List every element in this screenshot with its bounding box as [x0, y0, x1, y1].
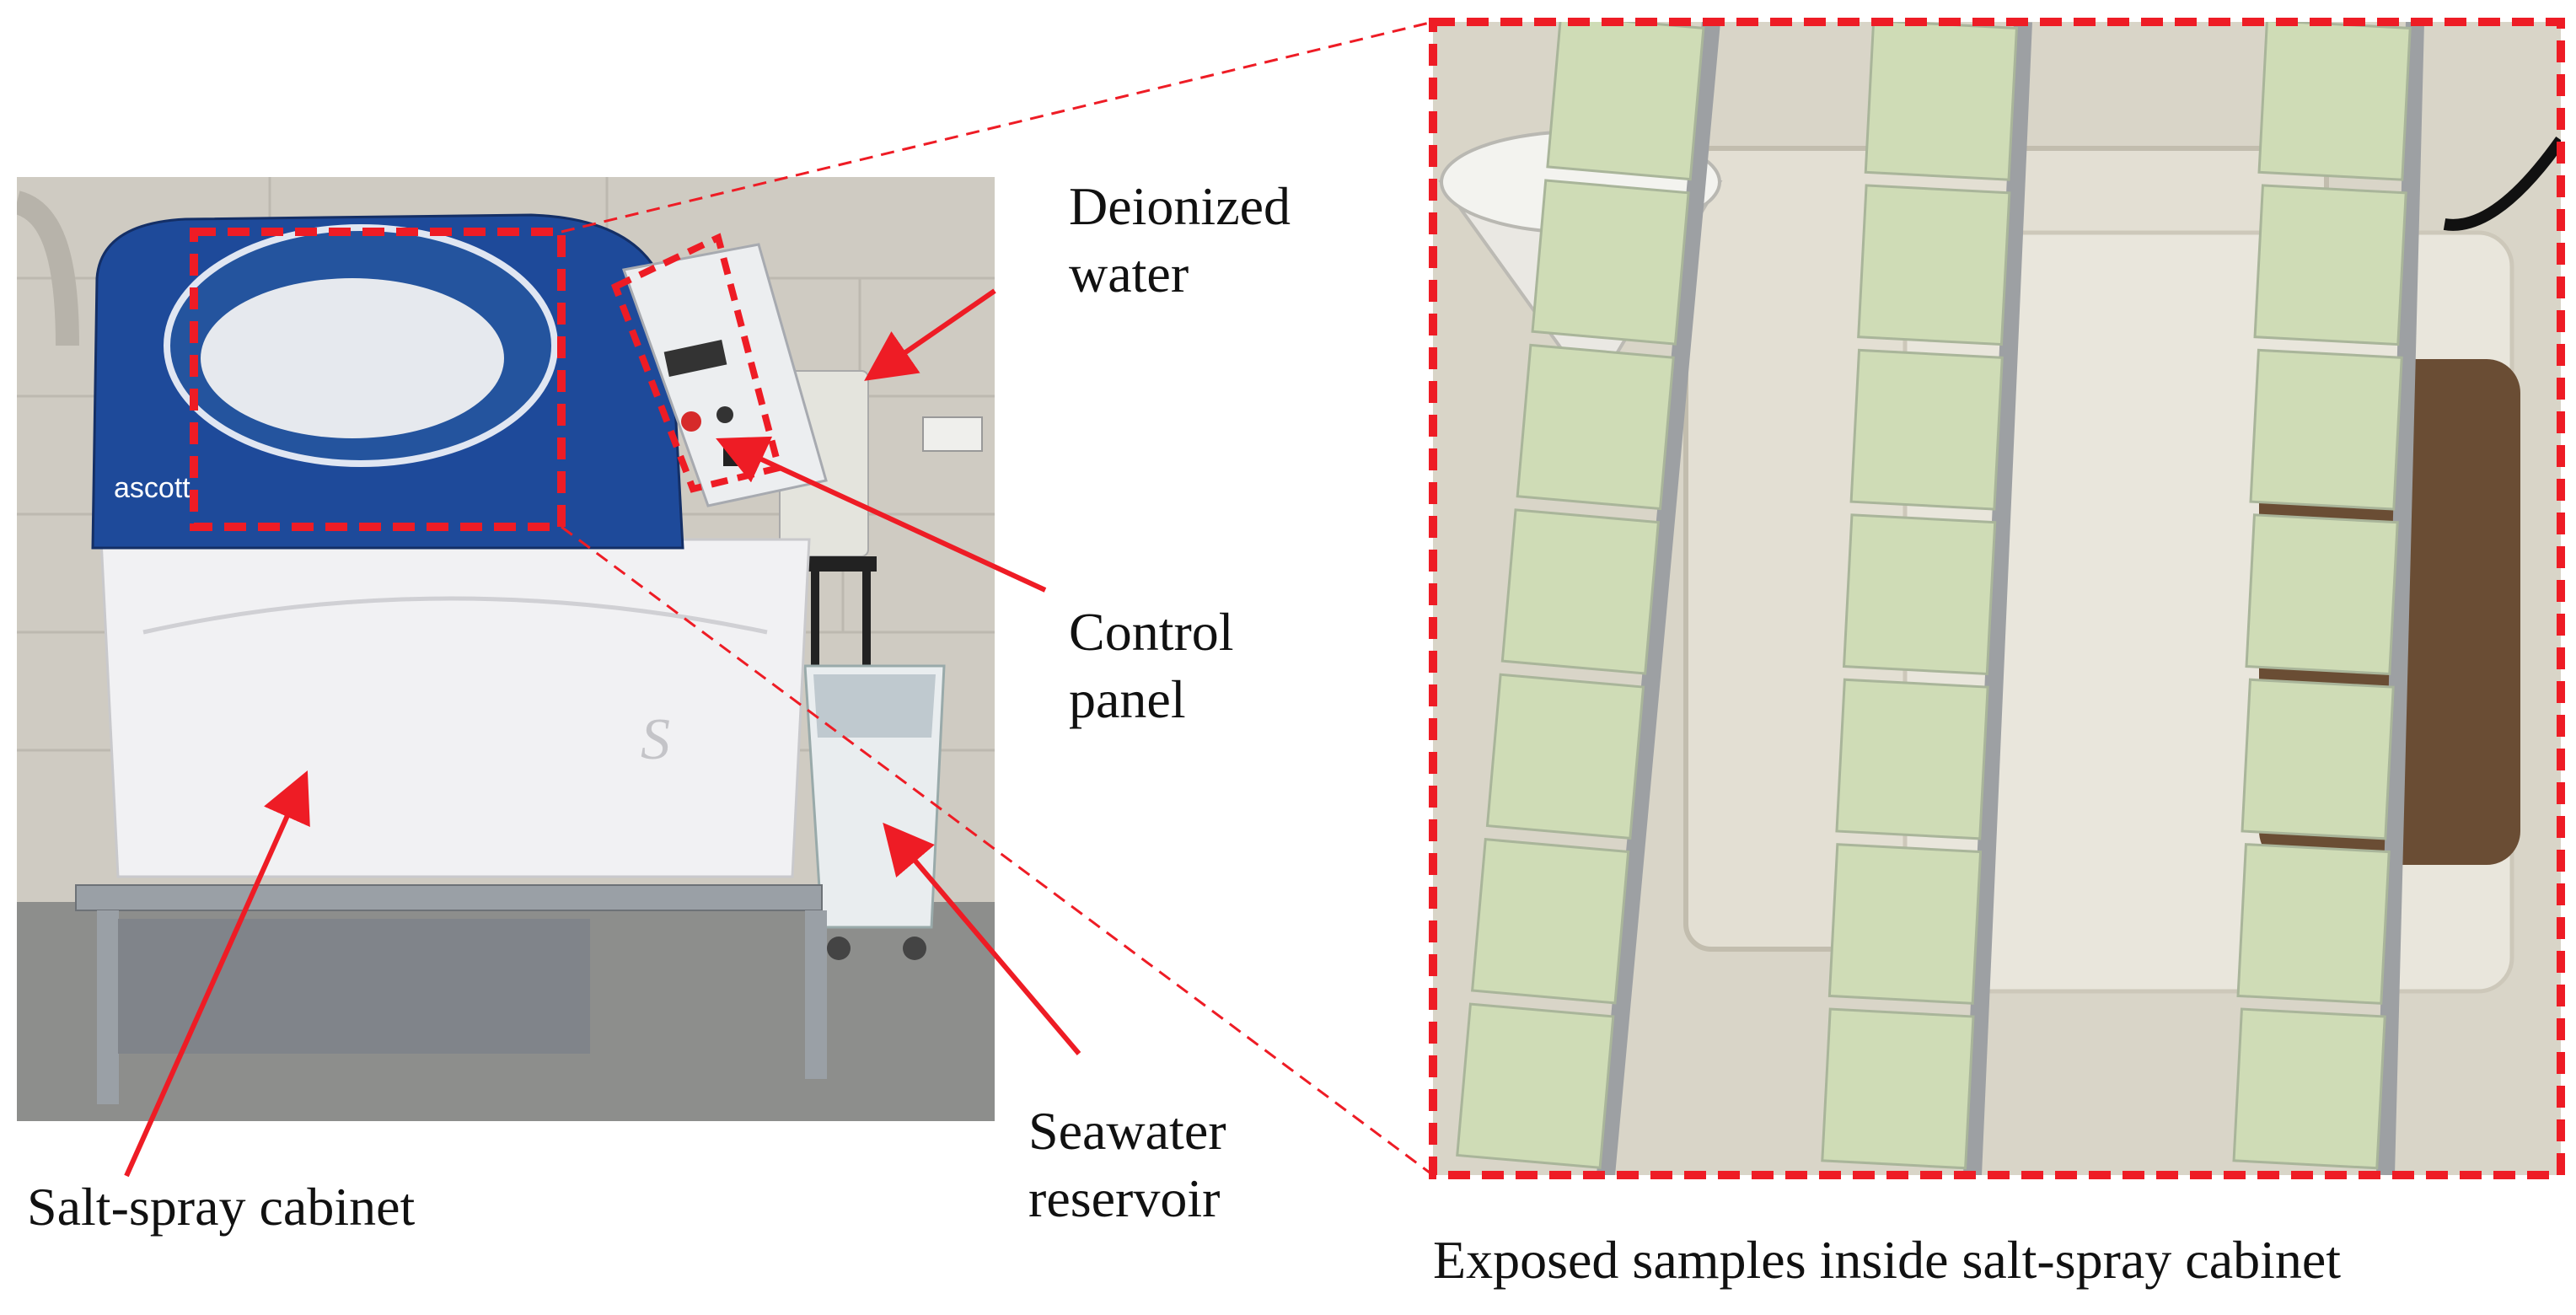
- control-panel-label: Control panel: [1069, 598, 1234, 733]
- deionized-water-label: Deionized water: [1069, 173, 1291, 308]
- exposed-sample: [1857, 184, 2011, 346]
- cabinet-photo: S ascott: [17, 177, 995, 1121]
- exposed-sample: [1835, 678, 1989, 840]
- exposed-sample: [1531, 179, 1690, 346]
- control-panel-box: [610, 233, 783, 493]
- sample-rail: [2376, 22, 2424, 1175]
- exposed-sample: [1516, 343, 1675, 511]
- deionized-water-label-line-2: water: [1069, 244, 1189, 303]
- cabinet-photo-illustration: S ascott: [17, 177, 995, 1121]
- exposed-sample: [2249, 348, 2403, 511]
- exposed-sample: [1827, 843, 1983, 1005]
- exposed-sample: [2232, 1007, 2386, 1170]
- exposed-sample: [2257, 22, 2412, 181]
- exposed-sample: [1456, 1002, 1615, 1169]
- samples-photo-illustration: [1433, 22, 2561, 1175]
- cabinet-logo: S: [641, 707, 670, 772]
- seawater-reservoir-label-line-1: Seawater: [1028, 1101, 1226, 1161]
- zoom-connector-top: [561, 20, 1434, 233]
- zoom-region-box: [190, 228, 566, 531]
- sample-rail: [1597, 22, 1720, 1175]
- exposed-sample: [2236, 843, 2391, 1005]
- exposed-sample: [1849, 348, 2004, 511]
- salt-spray-cabinet-label: Salt-spray cabinet: [27, 1177, 416, 1237]
- exposed-sample: [1821, 1007, 1975, 1170]
- seawater-reservoir-arrow: [883, 822, 1081, 1055]
- seawater-reservoir-label-line-2: reservoir: [1028, 1168, 1221, 1228]
- seawater-reservoir-label: Seawater reservoir: [1028, 1098, 1226, 1232]
- exposed-sample: [2253, 184, 2407, 346]
- control-panel-label-line-2: panel: [1069, 669, 1186, 729]
- cabinet-brand: ascott: [114, 472, 191, 504]
- deionized-water-label-line-1: Deionized: [1069, 176, 1291, 236]
- samples-photo: [1433, 22, 2561, 1175]
- control-panel-arrow: [716, 436, 1047, 593]
- exposed-sample: [1470, 838, 1630, 1005]
- cabinet-arrow: [124, 770, 310, 1178]
- zoom-connector-bottom: [561, 525, 1434, 1177]
- sample-rail: [1963, 22, 2032, 1175]
- exposed-sample: [2241, 678, 2395, 840]
- exposed-samples-caption: Exposed samples inside salt-spray cabine…: [1433, 1230, 2342, 1290]
- deionized-water-arrow: [864, 288, 996, 381]
- wall-socket: [922, 416, 983, 452]
- samples-photo-frame: [1429, 18, 2565, 1179]
- control-panel-label-line-1: Control: [1069, 602, 1234, 662]
- control-panel-device: [621, 243, 828, 507]
- exposed-sample: [1500, 508, 1660, 675]
- exposed-sample: [1546, 22, 1705, 181]
- exposed-sample: [2245, 513, 2399, 676]
- exposed-sample: [1842, 513, 1997, 676]
- exposed-sample: [1485, 673, 1645, 840]
